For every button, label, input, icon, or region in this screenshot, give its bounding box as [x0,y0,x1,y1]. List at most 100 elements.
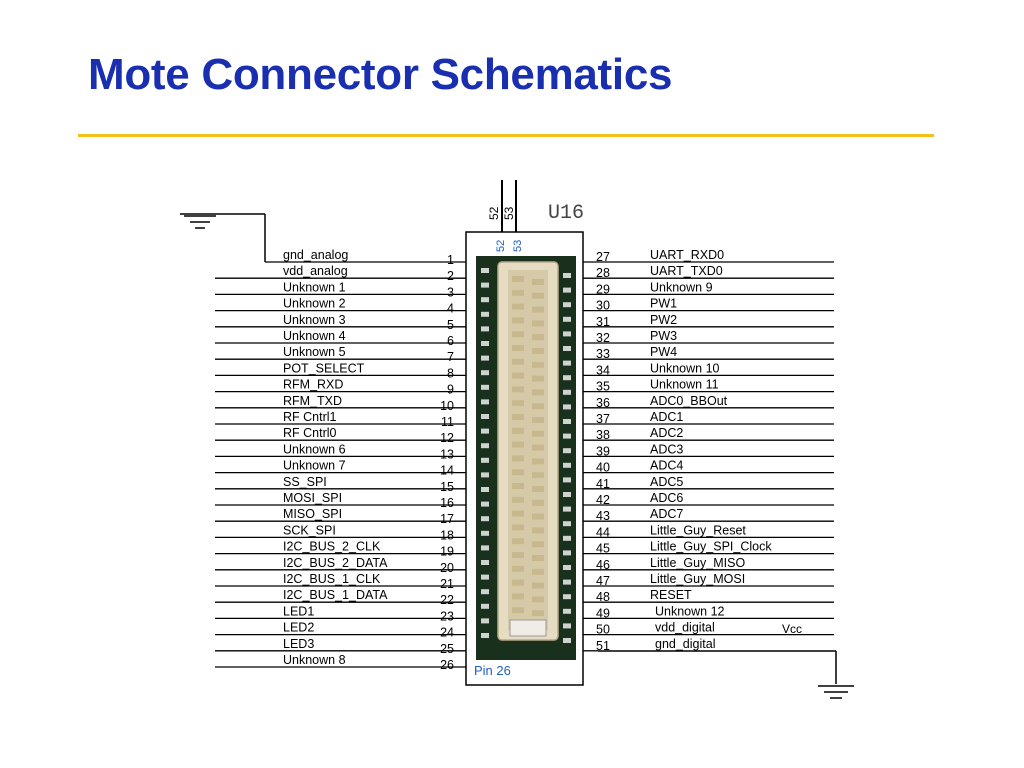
left-pin-name: SCK_SPI [283,523,336,537]
board-via [563,521,571,527]
left-pin-number: 15 [440,480,454,494]
connector-contact [512,538,524,545]
board-via [563,535,571,541]
right-pin-number: 27 [596,250,610,264]
connector-contact [532,348,544,354]
left-pin-number: 26 [440,658,454,672]
connector-contact [512,372,524,379]
connector-contact [512,414,524,420]
left-pin-name: Unknown 5 [283,345,346,359]
connector-contact [532,555,544,561]
connector-contact [512,483,524,489]
connector-contact [532,375,544,382]
board-via [481,414,489,419]
right-pin-number: 45 [596,542,610,556]
left-pin-name: POT_SELECT [283,361,365,375]
right-pin-name: Unknown 10 [650,361,720,375]
board-via [563,375,571,381]
left-pin-name: vdd_analog [283,264,348,278]
right-pin-name: ADC3 [650,442,683,456]
board-via [481,545,489,551]
board-via [563,579,571,585]
left-pin-number: 11 [441,415,454,429]
right-pin-number: 40 [596,461,610,475]
left-pin-number: 19 [440,545,454,559]
left-pin-name: Unknown 3 [283,313,346,327]
connector-contact [532,582,544,589]
right-pin-number: 50 [596,623,610,637]
board-via [481,384,489,390]
left-pin-number: 3 [447,285,454,299]
connector-contact [512,510,524,517]
connector-contact [512,386,524,393]
left-pin-name: I2C_BUS_2_DATA [283,556,388,570]
right-pin-name: ADC5 [650,475,683,489]
left-pin-number: 7 [447,350,454,364]
left-pin-number: 12 [440,431,454,445]
right-pin-number: 33 [596,347,610,361]
right-pin-name: Little_Guy_Reset [650,523,746,537]
left-pin-name: I2C_BUS_1_DATA [283,588,388,602]
board-via [563,448,571,454]
vcc-label: Vcc [782,622,802,636]
board-via [563,433,571,439]
right-pin-name: Unknown 11 [650,378,719,392]
board-vias [481,268,571,643]
board-via [563,594,571,600]
right-pin-number: 34 [596,363,610,377]
title-divider [78,134,934,137]
board-via [563,287,571,293]
left-pin-name: Unknown 6 [283,442,346,456]
right-pin-name: ADC0_BBOut [650,394,728,408]
left-pin-name: MOSI_SPI [283,491,342,505]
board-via [563,623,571,629]
left-pin-number: 22 [440,593,454,607]
board-via [563,550,571,556]
board-via [481,603,489,609]
left-pin-name: RF Cntrl1 [283,410,337,424]
board-via [481,516,489,522]
right-pin-name: UART_TXD0 [650,264,723,278]
board-via [481,370,489,376]
connector-contact [512,331,524,338]
left-pin-number: 25 [440,642,454,656]
board-via [563,331,571,337]
right-pin-number: 47 [596,574,610,588]
board-via [563,302,571,308]
board-via [481,487,489,492]
connector-contact [512,455,524,462]
connector-contact [532,306,544,313]
right-pin-name: ADC7 [650,507,683,521]
board-via [481,560,489,565]
connector-contact [512,579,524,586]
connector-contact [532,596,544,603]
right-pin-number: 30 [596,299,610,313]
connector-contact [512,496,524,503]
right-pin-number: 44 [596,525,610,539]
right-pin-name: Unknown 12 [655,604,725,618]
connector-contact [512,593,524,600]
board-via [563,462,571,468]
connector-contact [532,292,544,299]
board-via [481,311,489,317]
connector-contact [512,358,524,365]
right-pin-number: 37 [596,412,610,426]
left-pin-name: RFM_RXD [283,378,343,392]
board-via [481,589,489,595]
right-pin-name: Little_Guy_MISO [650,556,745,570]
connector-contact [512,607,524,614]
right-pin-number: 38 [596,428,610,442]
left-pin-name: I2C_BUS_2_CLK [283,540,381,554]
board-via [563,346,571,351]
connector-latch [509,619,547,637]
connector-contact [532,472,544,479]
right-pin-number: 32 [596,331,610,345]
board-via [481,297,489,303]
component-ref: U16 [548,202,584,225]
board-via [563,389,571,395]
right-pin-name: PW2 [650,313,677,327]
board-via [563,608,571,614]
pin-26-caption: Pin 26 [474,663,511,678]
connector-contact [512,276,524,282]
left-pin-number: 13 [440,447,454,461]
